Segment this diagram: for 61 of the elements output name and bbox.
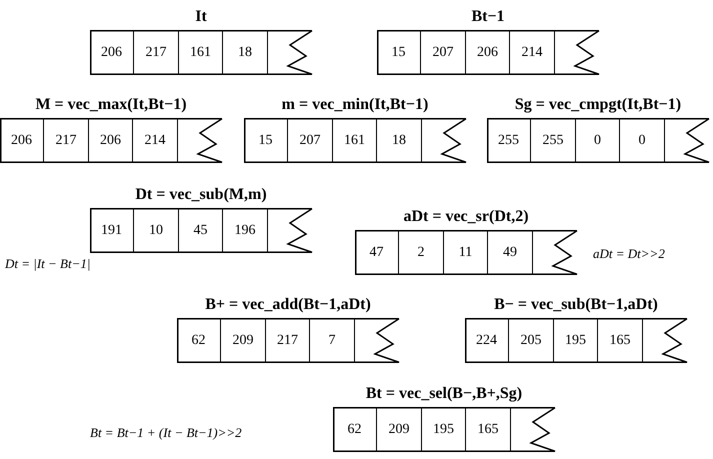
value-cell: 255	[532, 118, 576, 163]
value-cell: 15	[244, 118, 288, 163]
value-cell: 217	[44, 118, 88, 163]
value-cell: 165	[598, 318, 642, 363]
value-cell: 209	[222, 318, 266, 363]
value-cell: 7	[310, 318, 354, 363]
value-cell: 10	[134, 208, 178, 253]
value-cell: 217	[266, 318, 310, 363]
value-cell: 47	[355, 230, 399, 275]
value-cell: 224	[465, 318, 509, 363]
value-cell: 255	[487, 118, 531, 163]
vector-array	[465, 295, 687, 363]
vector-array	[0, 95, 222, 163]
vector-heading: aDt = vec_sr(Dt,2)	[402, 207, 530, 227]
value-cell: 205	[510, 318, 554, 363]
formula-note: Dt = |It − Bt−1|	[5, 256, 90, 272]
vector-array	[177, 295, 399, 363]
value-cell: 196	[224, 208, 268, 253]
value-cell: 191	[90, 208, 134, 253]
vector-heading: Sg = vec_cmpgt(It,Bt−1)	[514, 95, 682, 115]
vector-array	[90, 185, 312, 253]
value-cell: 165	[466, 407, 510, 452]
value-cell: 206	[89, 118, 133, 163]
formula-note: aDt = Dt>>2	[593, 246, 665, 262]
vector-array	[355, 207, 577, 275]
value-cell: 45	[179, 208, 223, 253]
vector-heading: Bt = vec_sel(B−,B+,Sg)	[364, 384, 524, 404]
value-cell: 195	[554, 318, 598, 363]
value-cell: 207	[288, 118, 332, 163]
value-cell: 49	[488, 230, 532, 275]
value-cell: 206	[466, 30, 510, 75]
vector-heading: M = vec_max(It,Bt−1)	[34, 95, 188, 115]
vector-heading: B+ = vec_add(Bt−1,aDt)	[204, 295, 372, 315]
vector-heading: It	[194, 7, 208, 27]
value-cell: 214	[510, 30, 554, 75]
vector-array	[244, 95, 466, 163]
value-cell: 0	[576, 118, 620, 163]
value-cell: 18	[224, 30, 268, 75]
value-cell: 18	[378, 118, 422, 163]
value-cell: 195	[422, 407, 466, 452]
value-cell: 161	[179, 30, 223, 75]
vector-heading: m = vec_min(It,Bt−1)	[280, 95, 430, 115]
value-cell: 0	[620, 118, 664, 163]
value-cell: 209	[378, 407, 422, 452]
formula-note: Bt = Bt−1 + (It − Bt−1)>>2	[90, 425, 242, 441]
value-cell: 207	[422, 30, 466, 75]
value-cell: 2	[400, 230, 444, 275]
vector-heading: Dt = vec_sub(M,m)	[134, 185, 268, 205]
value-cell: 62	[333, 407, 377, 452]
vector-heading: Bt−1	[470, 7, 506, 27]
vector-heading: B− = vec_sub(Bt−1,aDt)	[493, 295, 659, 315]
value-cell: 206	[90, 30, 134, 75]
value-cell: 161	[333, 118, 377, 163]
vector-array	[487, 95, 709, 163]
vector-array	[333, 384, 555, 452]
value-cell: 11	[444, 230, 488, 275]
value-cell: 206	[0, 118, 44, 163]
value-cell: 15	[377, 30, 421, 75]
value-cell: 214	[134, 118, 178, 163]
value-cell: 217	[134, 30, 178, 75]
value-cell: 62	[177, 318, 221, 363]
